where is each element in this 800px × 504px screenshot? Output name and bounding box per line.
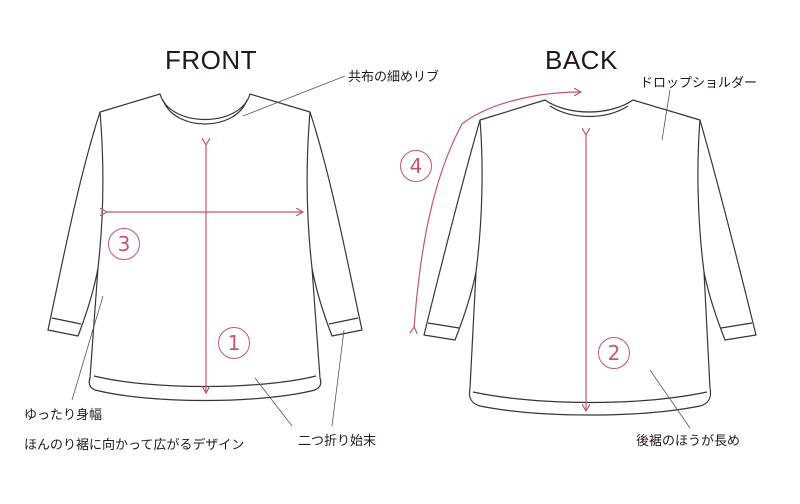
back-right-cuff (720, 322, 753, 329)
drop-shoulder-leader (661, 89, 671, 141)
body-width-leader (71, 295, 104, 401)
front-right-armhole (306, 111, 313, 269)
body-width-note: ゆったり身幅 (24, 408, 103, 423)
longer-back-note: 後裾のほうが長め (636, 434, 741, 449)
hem-flare-note: ほんのり裾に向かって広がるデザイン (24, 438, 245, 453)
hem-fold-note: 二つ折り始末 (298, 434, 377, 449)
sleeve-length-arrow (414, 92, 580, 328)
cuff-leader (331, 329, 345, 427)
back-left-armhole (475, 119, 483, 273)
front-left-cuff (51, 317, 82, 325)
back-left-cuff (427, 322, 460, 329)
front-body-outline (47, 93, 363, 402)
back-body-outline (423, 99, 757, 416)
back-shirt (423, 99, 757, 416)
front-neck-rib (162, 99, 248, 125)
front-left-armhole (97, 111, 104, 269)
marker-front-width: 3 (108, 228, 140, 260)
front-right-cuff (328, 317, 359, 325)
hem-fold-leader (254, 377, 293, 427)
front-hem-fold (93, 375, 317, 388)
back-hem-fold (472, 391, 708, 404)
measurement-lines (106, 92, 586, 410)
marker-back-length: 2 (598, 337, 630, 369)
back-right-armhole (697, 119, 705, 273)
front-shirt (47, 93, 363, 402)
marker-sleeve-length: 4 (400, 150, 432, 182)
rib-note: 共布の細めリブ (348, 70, 440, 85)
back-hem-leader (649, 369, 691, 429)
drop-shoulder-note: ドロップショルダー (640, 76, 758, 91)
back-title: BACK (545, 45, 618, 75)
front-title: FRONT (165, 45, 258, 75)
marker-front-length: 1 (218, 327, 250, 359)
rib-leader (242, 75, 346, 117)
leader-lines (71, 75, 691, 429)
